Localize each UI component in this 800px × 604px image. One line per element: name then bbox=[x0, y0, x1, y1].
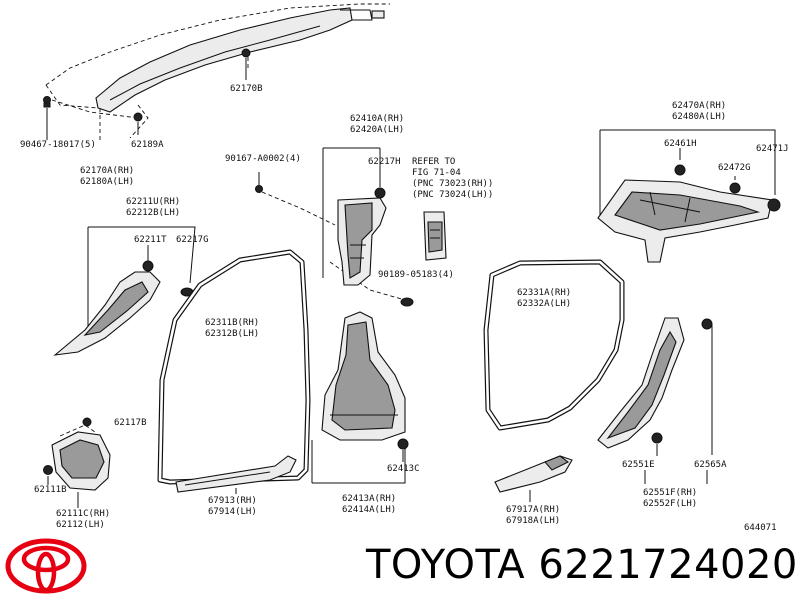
label-62311B: 62311B(RH) bbox=[205, 318, 260, 328]
label-90167: 90167-A0002(4) bbox=[225, 154, 301, 164]
figure-number: 644071 bbox=[744, 523, 777, 533]
clip-62111B bbox=[43, 465, 53, 475]
label-62552F: 62552F(LH) bbox=[643, 499, 698, 509]
clip-90189 bbox=[400, 297, 414, 307]
label-67917A: 67917A(RH) bbox=[506, 505, 561, 515]
label-90189: 90189-05183(4) bbox=[378, 270, 454, 280]
clip-62471J bbox=[767, 198, 781, 212]
clip-62551E bbox=[651, 432, 663, 444]
label-62551F: 62551F(RH) bbox=[643, 488, 698, 498]
label-refer-line3: (PNC 73023(RH)) bbox=[412, 179, 494, 189]
label-62217G: 62217G bbox=[176, 235, 209, 245]
label-62472G: 62472G bbox=[718, 163, 751, 173]
pillar-garnish-lower bbox=[321, 311, 406, 441]
label-62211U: 62211U(RH) bbox=[126, 197, 181, 207]
label-62212B: 62212B(LH) bbox=[126, 208, 181, 218]
clip-62461H bbox=[674, 164, 686, 176]
clip-62472G bbox=[729, 182, 741, 194]
clip-62413C bbox=[397, 438, 409, 450]
clip-62565A bbox=[701, 318, 713, 330]
clip-62170B bbox=[241, 48, 251, 58]
label-62111B: 62111B bbox=[34, 485, 67, 495]
clip-90467 bbox=[43, 96, 51, 108]
label-refer-line2: FIG 71-04 bbox=[412, 168, 461, 178]
label-62332A: 62332A(LH) bbox=[517, 299, 572, 309]
label-62420A: 62420A(LH) bbox=[350, 125, 405, 135]
label-62170B: 62170B bbox=[230, 84, 263, 94]
front-door-weatherstrip bbox=[157, 249, 311, 485]
roof-rail-garnish bbox=[95, 7, 385, 113]
label-67914: 67914(LH) bbox=[208, 507, 257, 517]
clip-62117B bbox=[82, 417, 92, 427]
clip-62189A bbox=[133, 112, 143, 122]
label-67913: 67913(RH) bbox=[208, 496, 257, 506]
label-62217H: 62217H bbox=[368, 157, 401, 167]
toyota-logo bbox=[5, 538, 87, 594]
label-62461H: 62461H bbox=[664, 139, 697, 149]
rear-door-weatherstrip bbox=[483, 259, 625, 431]
label-refer-line1: REFER TO bbox=[412, 157, 456, 167]
label-62111C: 62111C(RH) bbox=[56, 509, 111, 519]
quarter-trim-upper bbox=[597, 179, 773, 263]
label-62470A: 62470A(RH) bbox=[672, 101, 727, 111]
label-62170A: 62170A(RH) bbox=[80, 166, 135, 176]
label-62471J: 62471J bbox=[756, 144, 789, 154]
quarter-trim-lower bbox=[597, 317, 685, 449]
label-62180A: 62180A(LH) bbox=[80, 177, 135, 187]
label-62117B: 62117B bbox=[114, 418, 147, 428]
label-62211T: 62211T bbox=[134, 235, 167, 245]
label-62189A: 62189A bbox=[131, 140, 164, 150]
front-pillar-garnish bbox=[53, 271, 161, 356]
pillar-garnish-upper bbox=[337, 197, 387, 286]
label-62410A: 62410A(RH) bbox=[350, 114, 405, 124]
label-67918A: 67918A(LH) bbox=[506, 516, 561, 526]
rear-scuff-plate bbox=[494, 455, 573, 493]
label-62413A: 62413A(RH) bbox=[342, 494, 397, 504]
clip-62211T bbox=[142, 260, 154, 272]
label-62112: 62112(LH) bbox=[56, 520, 105, 530]
label-62413C: 62413C bbox=[387, 464, 420, 474]
label-62480A: 62480A(LH) bbox=[672, 112, 727, 122]
label-62312B: 62312B(LH) bbox=[205, 329, 260, 339]
cowl-side-trim bbox=[51, 431, 111, 491]
label-62565A: 62565A bbox=[694, 460, 727, 470]
front-scuff-plate bbox=[175, 455, 297, 493]
clip-62217H bbox=[374, 187, 386, 199]
seatbelt-adjuster-reference bbox=[423, 211, 447, 261]
brand-part-number: TOYOTA 6221724020 bbox=[366, 542, 798, 588]
label-62551E: 62551E bbox=[622, 460, 655, 470]
label-90467: 90467-18017(5) bbox=[20, 140, 96, 150]
label-refer-line4: (PNC 73024(LH)) bbox=[412, 190, 494, 200]
label-62331A: 62331A(RH) bbox=[517, 288, 572, 298]
clip-90167 bbox=[255, 185, 263, 193]
label-62414A: 62414A(LH) bbox=[342, 505, 397, 515]
